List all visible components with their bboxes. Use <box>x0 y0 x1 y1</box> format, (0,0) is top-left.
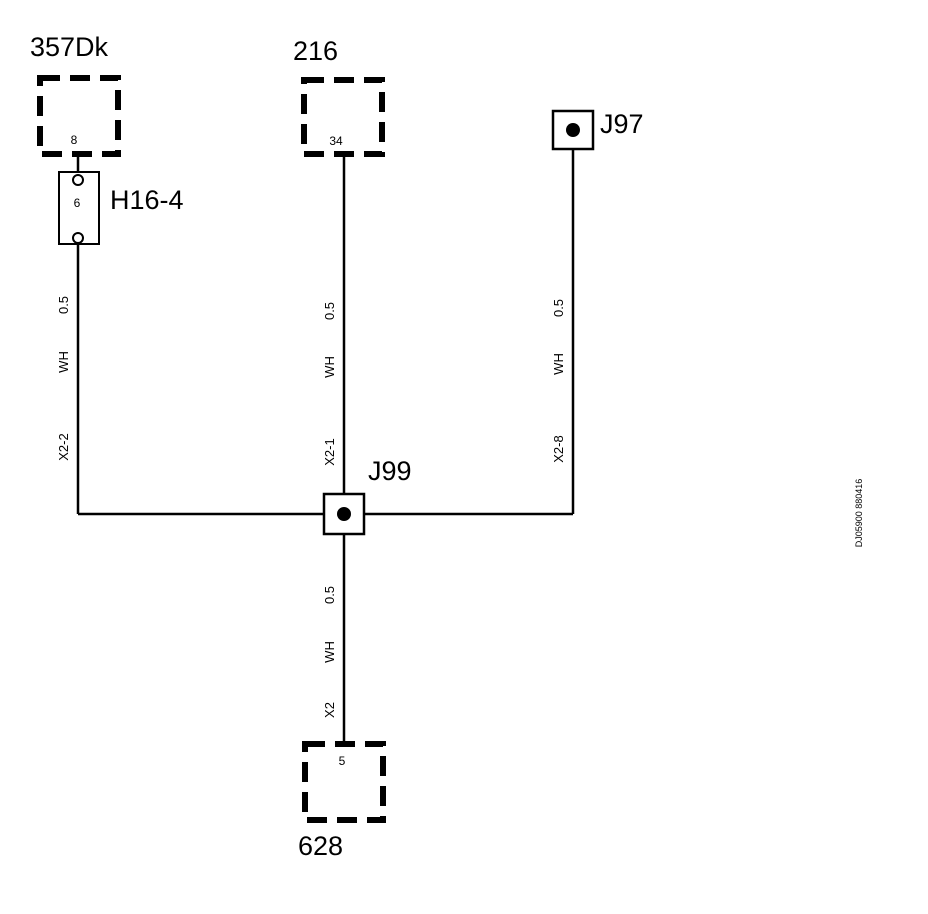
junction-j97: J97 <box>551 109 644 151</box>
connector-h16-4-pin-bottom <box>72 232 84 244</box>
wire-bottom-labels: 0.5 WH X2 <box>322 586 337 718</box>
junction-j99-label: J99 <box>368 456 412 486</box>
wire-bottom-connector: X2 <box>322 702 337 718</box>
component-357dk-box <box>37 75 121 157</box>
component-216-box <box>301 77 385 157</box>
junction-j97-label: J97 <box>600 109 644 139</box>
junction-j99: J99 <box>322 456 412 536</box>
component-357dk: 357Dk 8 <box>30 32 121 157</box>
wire-center-top-color: WH <box>322 356 337 378</box>
wire-left-color: WH <box>56 351 71 373</box>
wire-left-connector: X2-2 <box>56 433 71 460</box>
junction-j99-dot <box>337 507 351 521</box>
connector-h16-4-pin-top <box>72 174 84 186</box>
wire-bottom-color: WH <box>322 641 337 663</box>
wire-right-labels: 0.5 WH X2-8 <box>551 299 566 463</box>
component-628-pin: 5 <box>339 754 346 768</box>
wire-bottom-size: 0.5 <box>322 586 337 604</box>
wires <box>76 149 575 745</box>
wire-center-top-labels: 0.5 WH X2-1 <box>322 302 337 466</box>
component-216-pin: 34 <box>329 134 343 148</box>
wire-left-size: 0.5 <box>56 296 71 314</box>
connector-h16-4-pin: 6 <box>74 196 81 210</box>
wire-left-labels: 0.5 WH X2-2 <box>56 296 71 461</box>
component-628-label: 628 <box>298 831 343 861</box>
junction-j97-dot <box>566 123 580 137</box>
component-216: 216 34 <box>293 36 385 157</box>
document-id: DJ05900 880416 <box>854 479 864 548</box>
wire-right-size: 0.5 <box>551 299 566 317</box>
component-357dk-label: 357Dk <box>30 32 109 62</box>
component-216-label: 216 <box>293 36 338 66</box>
wire-center-top-connector: X2-1 <box>322 438 337 465</box>
wire-right-connector: X2-8 <box>551 435 566 462</box>
component-357dk-pin: 8 <box>71 133 78 147</box>
connector-h16-4-label: H16-4 <box>110 185 184 215</box>
wire-right-color: WH <box>551 353 566 375</box>
component-628: 628 5 <box>298 741 386 861</box>
wire-center-top-size: 0.5 <box>322 302 337 320</box>
connector-h16-4: 6 H16-4 <box>58 154 184 245</box>
